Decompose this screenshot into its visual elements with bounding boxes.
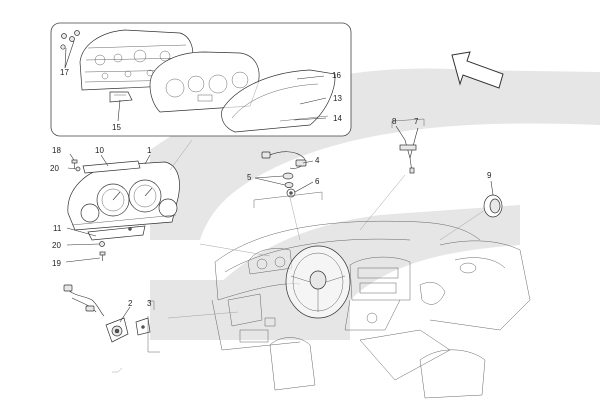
callout-13: 13	[333, 94, 342, 103]
cluster-leaders	[65, 139, 193, 263]
screw-19	[99, 251, 106, 261]
callout-8: 8	[392, 117, 397, 126]
callout-4: 4	[315, 156, 320, 165]
callout-2: 2	[128, 299, 133, 308]
sensor-harness	[261, 151, 307, 169]
callout-6: 6	[315, 177, 320, 186]
inset-glass	[221, 69, 336, 133]
callout-5: 5	[247, 173, 252, 182]
callout-1: 1	[147, 146, 152, 155]
speaker-9	[439, 180, 503, 241]
sensor-leaders	[253, 160, 323, 241]
callout-16: 16	[332, 71, 341, 80]
callout-labels: 17 15 16 13 14 18 10 1 20 11 20 19 4 5 6…	[50, 68, 492, 308]
inset-leaders	[64, 40, 327, 122]
wiring-harness	[63, 284, 105, 317]
switch-part-3	[135, 300, 155, 336]
callout-15: 15	[112, 123, 121, 132]
assembly-leaders	[112, 243, 271, 373]
ignition-switch	[105, 306, 131, 343]
cluster-trim	[82, 160, 141, 174]
screw-18	[71, 159, 78, 169]
callout-14: 14	[333, 114, 342, 123]
sensor-part-6	[286, 188, 296, 198]
callout-7: 7	[414, 117, 419, 126]
callout-9: 9	[487, 171, 492, 180]
instrument-cluster	[67, 161, 180, 231]
callout-3: 3	[147, 299, 152, 308]
antenna-part	[359, 118, 425, 231]
callout-20-lower: 20	[52, 241, 61, 250]
callout-19: 19	[52, 259, 61, 268]
callout-10: 10	[95, 146, 104, 155]
callout-18: 18	[52, 146, 61, 155]
callout-17: 17	[60, 68, 69, 77]
callout-20-upper: 20	[50, 164, 59, 173]
car-interior	[211, 220, 531, 399]
callout-11: 11	[53, 224, 62, 233]
sensor-part-5	[282, 172, 294, 188]
inset-bracket	[109, 91, 133, 103]
lower-bracket	[87, 225, 146, 241]
inset-cluster-face	[149, 51, 260, 113]
arrow-icon	[451, 51, 504, 89]
inset-bulbs	[60, 30, 80, 50]
